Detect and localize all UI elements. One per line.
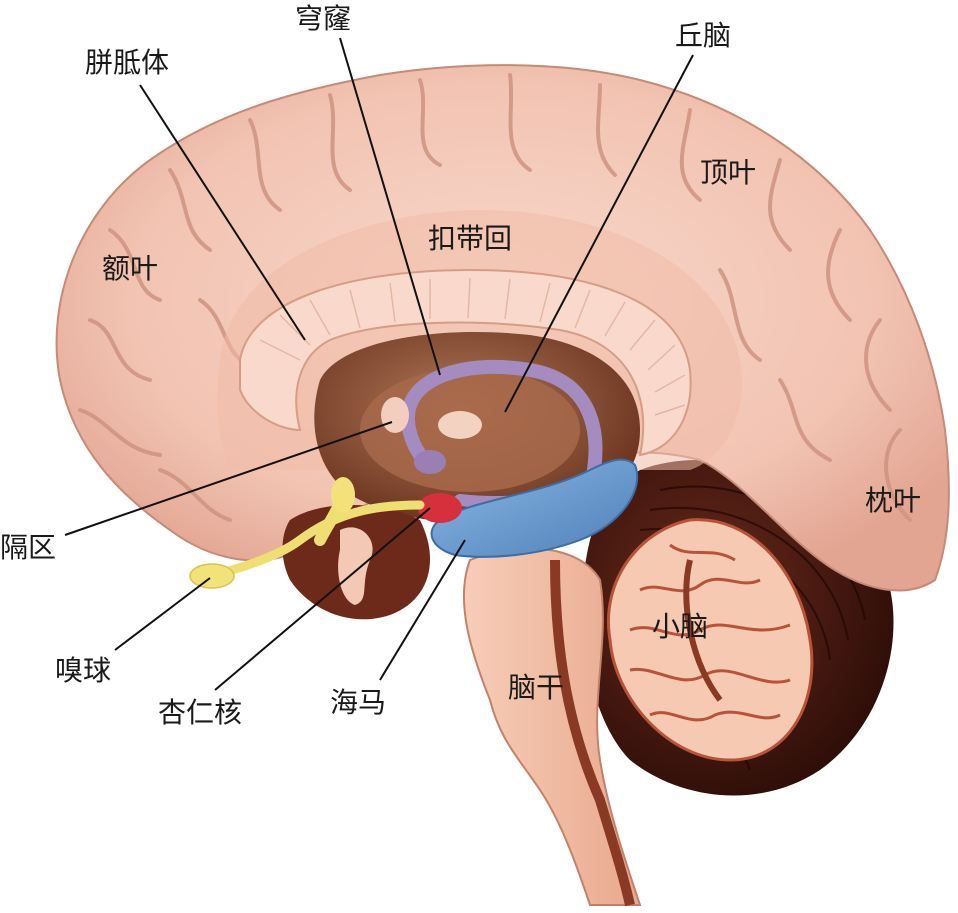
label-septal-area: 隔区 [0,531,56,564]
fornix [401,359,603,497]
label-frontal-lobe: 额叶 [102,252,158,285]
leader-lines [64,37,694,691]
label-amygdala: 杏仁核 [158,696,242,729]
label-parietal-lobe: 顶叶 [700,156,756,189]
label-brainstem: 脑干 [508,671,564,704]
label-corpus-callosum: 胼胝体 [85,46,169,79]
corpus-callosum [239,268,692,457]
septal-area [381,397,409,433]
label-occipital-lobe: 枕叶 [865,484,921,517]
label-cerebellum: 小脑 [652,610,708,643]
olfactory-system [189,477,425,589]
label-olfactory-bulb: 嗅球 [55,654,111,687]
label-fornix: 穹窿 [295,2,351,35]
label-thalamus: 丘脑 [675,19,731,52]
brainstem [462,547,642,907]
labels: 胼胝体 穹窿 丘脑 顶叶 扣带回 额叶 枕叶 隔区 嗅球 杏仁核 海马 脑干 小… [0,2,921,729]
label-cingulate-gyrus: 扣带回 [428,222,512,255]
amygdala [418,493,462,523]
label-hippocampus: 海马 [330,686,386,719]
arbor-vitae [607,518,814,762]
